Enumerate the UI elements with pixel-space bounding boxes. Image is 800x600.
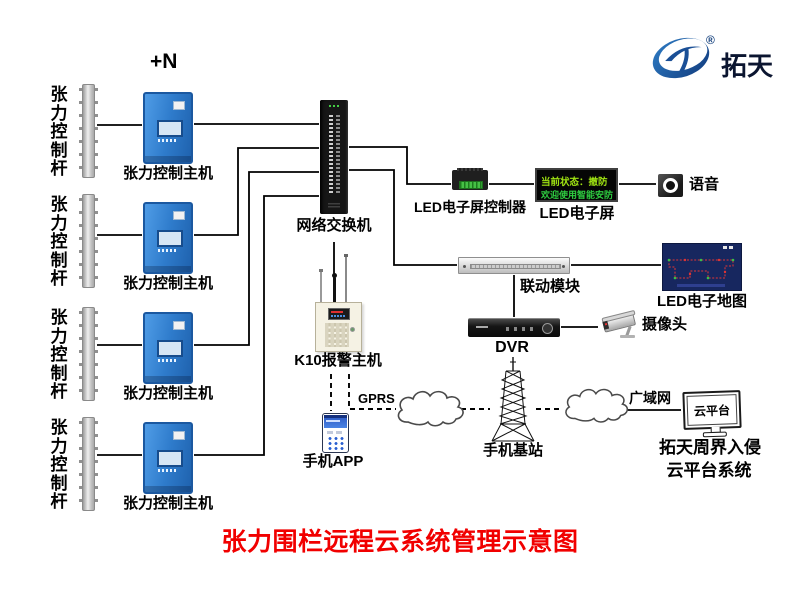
host-label: 张力控制主机 [122, 385, 214, 402]
k10-antenna [319, 269, 323, 303]
tension-pole [79, 307, 98, 401]
k10-antenna [332, 273, 337, 303]
host-label: 张力控制主机 [122, 495, 214, 512]
cloud-platform-screen-label: 云平台 [686, 394, 738, 426]
tension-controller-host [143, 312, 193, 384]
audio-label: 语音 [689, 176, 720, 193]
dvr-device [468, 318, 560, 337]
cell-tower-icon [491, 357, 535, 442]
led-controller-label: LED电子屏控制器 [414, 199, 526, 215]
mobile-phone [322, 413, 349, 453]
pole-label: 张力控制杆 [50, 418, 68, 511]
platform-line2: 云平台系统 [666, 461, 752, 480]
cloud-icon [397, 388, 629, 427]
tension-pole [79, 194, 98, 288]
svg-text:®: ® [706, 33, 715, 47]
audio-speaker-icon [658, 174, 683, 197]
brand-logo-icon: ® [652, 33, 715, 79]
led-map [662, 243, 742, 291]
brand-name: 拓天 [721, 51, 774, 81]
host-label: 张力控制主机 [122, 275, 214, 292]
led-display-line1: 当前状态：撤防 [541, 177, 608, 188]
switch-label: 网络交换机 [296, 217, 372, 234]
host-label: 张力控制主机 [122, 165, 214, 182]
tension-controller-host [143, 422, 193, 494]
camera-label: 摄像头 [642, 316, 688, 333]
led-display: 当前状态：撤防 欢迎使用智能安防 [535, 168, 618, 202]
station-label: 手机基站 [482, 442, 544, 459]
platform-line1: 拓天周界入侵 [659, 438, 761, 457]
k10-antenna [344, 254, 348, 303]
pole-label: 张力控制杆 [50, 85, 68, 178]
cloud-platform-monitor: 云平台 [682, 389, 742, 438]
linkage-module [458, 257, 570, 274]
led-display-line2: 欢迎使用智能安防 [541, 190, 614, 200]
dvr-label: DVR [495, 339, 529, 356]
tension-controller-host [143, 202, 193, 274]
tension-pole [79, 417, 98, 511]
k10-alarm-host [315, 302, 362, 352]
plus-n-label: +N [150, 50, 178, 73]
tension-pole [79, 84, 98, 178]
led-screen-controller [452, 168, 488, 190]
camera-icon [599, 309, 643, 341]
tension-controller-host [143, 92, 193, 164]
wan-label: 广域网 [629, 390, 671, 406]
phone-label: 手机APP [302, 453, 364, 470]
led-map-label: LED电子地图 [656, 293, 748, 310]
linkage-label: 联动模块 [520, 278, 581, 295]
pole-label: 张力控制杆 [50, 195, 68, 288]
gprs-label: GPRS [358, 391, 395, 406]
pole-label: 张力控制杆 [50, 308, 68, 401]
led-screen-label: LED电子屏 [539, 205, 615, 222]
network-switch [320, 100, 348, 214]
k10-label: K10报警主机 [294, 352, 382, 369]
diagram-title: 张力围栏远程云系统管理示意图 [221, 528, 579, 556]
